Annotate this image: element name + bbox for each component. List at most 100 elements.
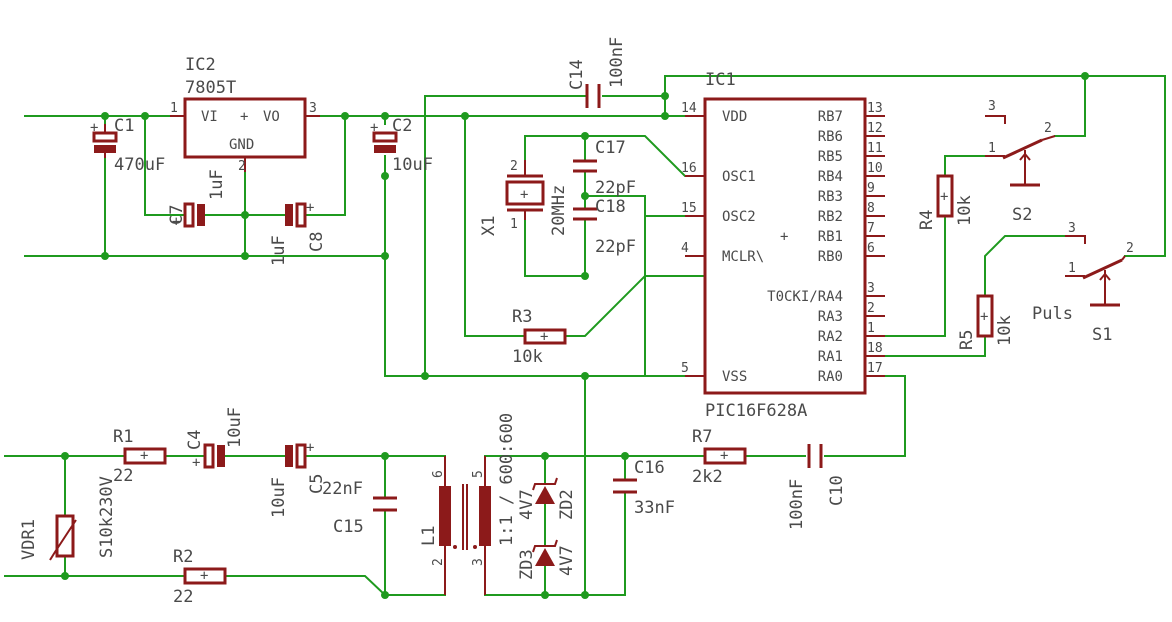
vdr1-name: VDR1: [19, 519, 39, 560]
c4-capacitor: + C4 10uF: [185, 407, 245, 471]
zd3-value: 4V7: [557, 545, 577, 576]
x1-name: X1: [479, 216, 499, 236]
ic1-pin-label: RB5: [818, 149, 843, 165]
c18-value: 22pF: [595, 237, 636, 257]
r7-value: 2k2: [692, 467, 723, 487]
c7-value: 1uF: [207, 169, 227, 200]
c5-name: C5: [307, 474, 327, 494]
r4-value: 10k: [955, 195, 975, 226]
c10-capacitor: 100nF C10: [787, 444, 847, 530]
l1-value: 1:1 / 600:600: [497, 413, 517, 546]
r5-name: R5: [957, 330, 977, 350]
ic1-pin-label: RA0: [818, 369, 843, 385]
c15-value: 22nF: [322, 479, 363, 499]
s2-switch: 3 1 2 S2: [985, 99, 1056, 225]
c5-capacitor: + 10uF C5: [269, 440, 327, 518]
r5-resistor: + R5 10k: [957, 294, 1015, 350]
c5-plus: +: [306, 440, 314, 456]
ic1-pin-number: 6: [867, 241, 875, 256]
c16-value: 33nF: [634, 498, 675, 518]
ic2-pin-in: 1: [170, 101, 178, 116]
c4-name: C4: [185, 430, 205, 450]
c14-capacitor: C14 100nF: [567, 37, 627, 108]
ic1-pin-label: T0CKI/RA4: [767, 289, 843, 305]
ic1-pin-number: 15: [681, 201, 697, 216]
c1-name: C1: [114, 116, 134, 136]
s1-name: S1: [1092, 325, 1112, 345]
c16-name: C16: [634, 458, 665, 478]
s1-pin2: 2: [1126, 241, 1134, 256]
ic1-pin-number: 8: [867, 201, 875, 216]
ic1-pin-label: RA3: [818, 309, 843, 325]
zd3-zener: ZD3 4V7: [517, 539, 577, 580]
l1-transformer: 6 2 5 3 L1 1:1 / 600:600: [419, 413, 517, 595]
r1-resistor: + R1 22: [113, 427, 167, 486]
r5-plus: +: [980, 309, 988, 325]
ic1-plus: +: [780, 229, 788, 245]
ic1-pin-label: RA2: [818, 329, 843, 345]
ic1-pin-number: 5: [681, 361, 689, 376]
ic1-pin-label: VSS: [722, 369, 747, 385]
ic1-microcontroller: IC1 PIC16F628A + 14VDD16OSC115OSC24MCLR\…: [681, 70, 885, 421]
l1-pin6: 6: [431, 470, 446, 478]
c4-plus: +: [192, 455, 200, 471]
s2-pin2: 2: [1044, 121, 1052, 136]
l1-name: L1: [419, 526, 439, 546]
r2-resistor: + R2 22: [173, 547, 227, 607]
ic1-name: IC1: [705, 70, 736, 90]
r4-name: R4: [917, 210, 937, 230]
ic2-pin-out: 3: [309, 101, 317, 116]
ic1-pin-label: VDD: [722, 109, 747, 125]
ic1-pin-number: 4: [681, 241, 689, 256]
c7-capacitor: + C7 1uF: [167, 169, 227, 230]
c15-capacitor: 22nF C15: [322, 479, 397, 537]
r7-name: R7: [692, 427, 712, 447]
c14-name: C14: [567, 59, 587, 90]
r3-value: 10k: [512, 347, 543, 367]
zd2-zener: 4V7 ZD2: [517, 477, 577, 520]
r7-plus: +: [720, 448, 728, 464]
ic2-regulator: IC2 7805T VI + VO GND 1 3 2: [170, 55, 320, 174]
c1-value: 470uF: [114, 155, 165, 175]
c18-name: C18: [595, 197, 626, 217]
c2-name: C2: [392, 116, 412, 136]
c8-capacitor: + 1uF C8: [269, 200, 327, 266]
s2-name: S2: [1012, 205, 1032, 225]
c18-capacitor: C18 22pF: [573, 197, 636, 257]
c1-capacitor: + C1 470uF: [90, 116, 165, 175]
ic1-pin-number: 10: [867, 161, 883, 176]
ic1-value: PIC16F628A: [705, 401, 807, 421]
x1-value: 20MHz: [549, 185, 569, 236]
ic1-pin-number: 16: [681, 161, 697, 176]
zd3-name: ZD3: [517, 549, 537, 580]
junctions: [61, 72, 1089, 599]
ic1-pin-label: OSC1: [722, 169, 756, 185]
zd2-value: 4V7: [517, 489, 537, 520]
ic2-name: IC2: [185, 55, 216, 75]
ic1-pin-number: 14: [681, 101, 697, 116]
ic1-pin-number: 12: [867, 121, 883, 136]
r1-value: 22: [113, 466, 133, 486]
c5-value: 10uF: [269, 477, 289, 518]
c7-plus: +: [172, 214, 180, 230]
r2-plus: +: [200, 568, 208, 584]
c15-name: C15: [333, 517, 364, 537]
r4-plus: +: [940, 189, 948, 205]
s2-pin1: 1: [988, 141, 996, 156]
l1-pin5: 5: [471, 470, 486, 478]
x1-pin1: 1: [510, 217, 518, 232]
s1-pin1: 1: [1068, 261, 1076, 276]
ic1-pin-label: RB2: [818, 209, 843, 225]
ic2-vo-label: VO: [263, 109, 280, 125]
r4-resistor: + R4 10k: [917, 174, 975, 230]
s1-switch: 3 1 2 Puls S1: [1032, 221, 1134, 345]
ic1-pin-number: 2: [867, 301, 875, 316]
c8-plus: +: [306, 200, 314, 216]
c17-name: C17: [595, 138, 626, 158]
ic1-pin-number: 18: [867, 341, 883, 356]
r5-value: 10k: [995, 315, 1015, 346]
c10-name: C10: [827, 475, 847, 506]
r3-name: R3: [512, 307, 532, 327]
r3-resistor: + R3 10k: [512, 307, 567, 367]
